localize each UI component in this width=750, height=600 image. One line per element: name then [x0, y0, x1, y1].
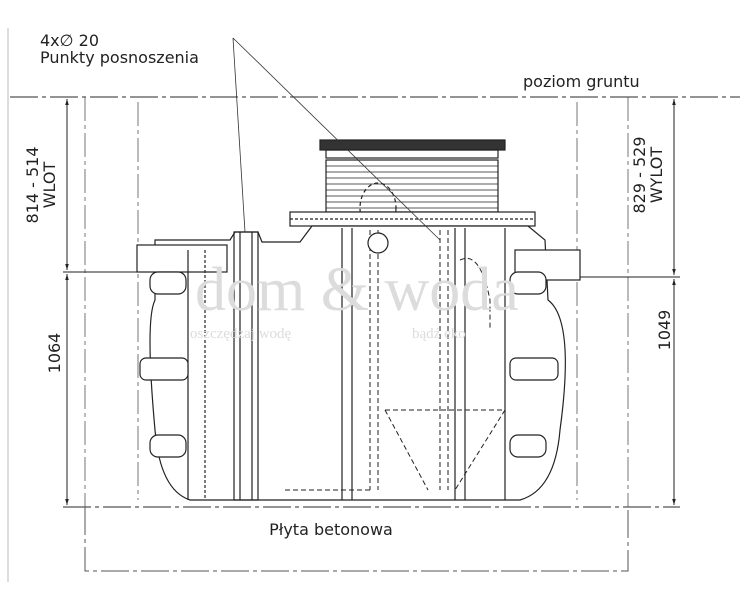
leader-lines [232, 37, 441, 241]
riser [325, 159, 499, 213]
inlet-pipe [136, 244, 228, 273]
inlet-height-label: 1064 [45, 333, 64, 374]
outlet-height-label: 1049 [655, 310, 674, 351]
concrete-slab-outline [84, 507, 629, 572]
lifting-points-label: Punkty posnoszenia [40, 48, 199, 67]
outlet-depth-label: 829 - 529 [630, 136, 649, 213]
manhole-cover [319, 139, 506, 151]
inlet-label: WLOT [40, 162, 59, 209]
ground-level-label: poziom gruntu [523, 72, 640, 91]
outlet-label: WYLOT [647, 147, 666, 204]
lifting-count-label: 4x∅ 20 [40, 31, 99, 50]
extension-lines [84, 97, 629, 507]
inlet-depth-label: 814 - 514 [23, 146, 42, 223]
dimension-lines [63, 99, 680, 505]
concrete-slab-label: Płyta betonowa [269, 520, 393, 539]
tank [136, 139, 581, 501]
